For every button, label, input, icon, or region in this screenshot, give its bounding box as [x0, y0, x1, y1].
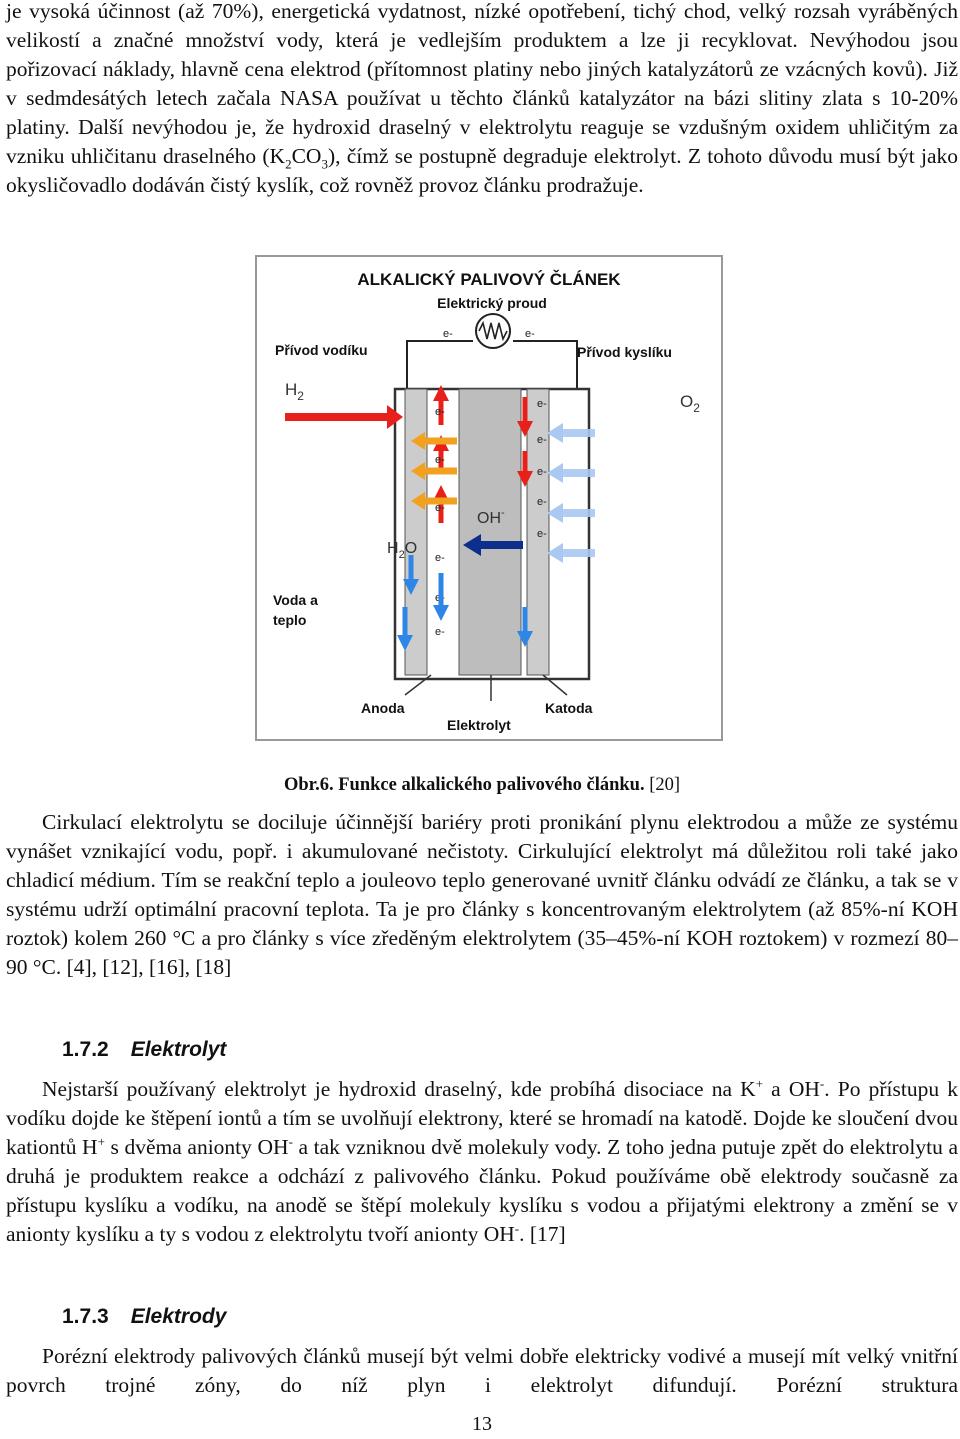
electrolyte-label: Elektrolyt: [447, 717, 511, 733]
fuel-cell-diagram: ALKALICKÝ PALIVOVÝ ČLÁNEK Elektrický pro…: [255, 255, 723, 741]
cathode-blue-arrow-icon: [517, 607, 533, 647]
svg-text:e-: e-: [435, 454, 445, 466]
paragraph-electrolyte: Nejstarší používaný elektrolyt je hydrox…: [6, 1075, 958, 1246]
circuit-wire-left: [406, 340, 473, 389]
figure-title: ALKALICKÝ PALIVOVÝ ČLÁNEK: [357, 270, 621, 289]
electrolyte-region: [458, 388, 522, 676]
oh-navy-arrow-icon: [463, 534, 523, 556]
cathode-leader-line: [542, 674, 568, 696]
cathode-red-arrows: [517, 397, 533, 487]
water-heat-label-1: Voda a: [273, 592, 318, 608]
svg-text:e-: e-: [537, 398, 547, 410]
cathode-label: Katoda: [545, 700, 593, 716]
svg-text:e-: e-: [435, 552, 445, 564]
h2o-label: H2O: [387, 540, 417, 561]
caption-reference: [20]: [649, 775, 681, 795]
oh-ion-label: OH-: [477, 507, 505, 527]
circuit-electron-left: e-: [443, 328, 453, 340]
circuit-wire-right: [513, 340, 578, 389]
o2-label: O2: [680, 392, 700, 415]
svg-text:e-: e-: [537, 528, 547, 540]
anode-orange-arrows: [411, 432, 457, 510]
svg-text:e-: e-: [537, 434, 547, 446]
cathode-electrode: [526, 388, 550, 676]
svg-text:e-: e-: [435, 406, 445, 418]
oxygen-light-blue-arrows: [547, 423, 595, 563]
h2-label: H2: [285, 380, 304, 403]
paragraph-top: je vysoká účinnost (až 70%), energetická…: [6, 0, 958, 197]
water-blue-arrows: [397, 555, 449, 651]
resistor-zigzag-icon: [478, 320, 508, 342]
water-heat-label-2: teplo: [273, 612, 306, 628]
hydrogen-inlet-arrow-icon: [387, 405, 403, 429]
paragraph-circulation: Cirkulací elektrolytu se dociluje účinně…: [6, 810, 958, 979]
fuel-cell-figure: ALKALICKÝ PALIVOVÝ ČLÁNEK Elektrický pro…: [255, 255, 723, 741]
circuit-label: Elektrický proud: [437, 295, 547, 311]
hydrogen-supply-label: Přívod vodíku: [275, 342, 368, 358]
anode-electrode: [404, 388, 428, 676]
oxygen-supply-label: Přívod kyslíku: [577, 344, 672, 360]
circuit-electron-right: e-: [525, 328, 535, 340]
anode-label: Anoda: [361, 700, 405, 716]
svg-text:e-: e-: [435, 502, 445, 514]
svg-text:e-: e-: [537, 496, 547, 508]
paragraph-electrodes: Porézní elektrody palivových článků muse…: [6, 1344, 958, 1397]
cathode-electrons: e- e- e- e- e-: [537, 398, 547, 540]
anode-leader-line: [404, 674, 432, 696]
caption-label: Obr.6. Funkce alkalického palivového člá…: [283, 775, 645, 795]
svg-text:e-: e-: [537, 466, 547, 478]
figure-caption: Obr.6. Funkce alkalického palivového člá…: [6, 771, 958, 800]
svg-text:e-: e-: [435, 626, 445, 638]
page-number: 13: [472, 1413, 492, 1435]
